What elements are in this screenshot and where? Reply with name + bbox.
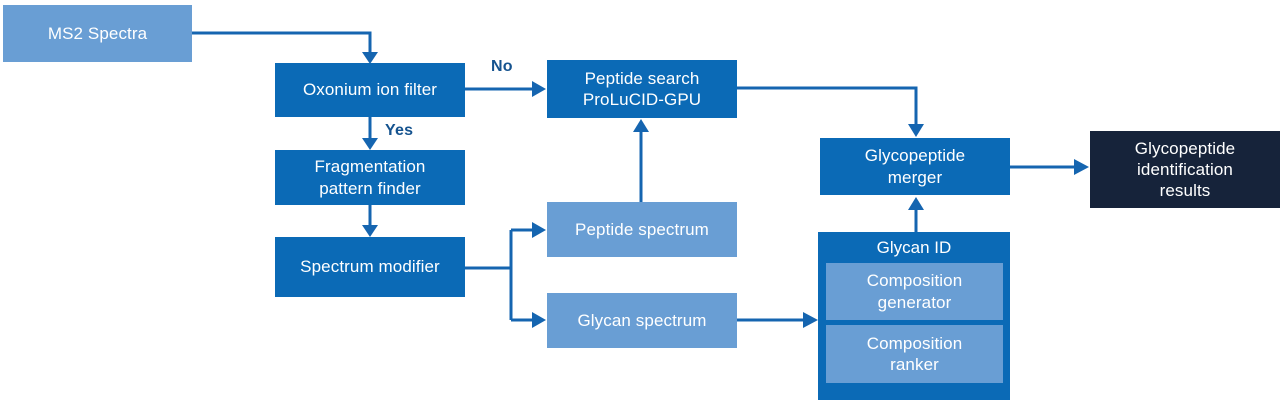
edge-spectrum-modifier-branch <box>465 222 546 328</box>
node-label: Fragmentation pattern finder <box>314 157 426 198</box>
edge-fragmentation-to-spectrum-modifier <box>362 205 378 237</box>
edge-peptide-search-to-merger <box>737 86 924 137</box>
edge-oxonium-to-peptide-search <box>465 81 546 97</box>
node-label: Composition generator <box>866 271 963 312</box>
edge-label-yes: Yes <box>385 122 414 139</box>
node-label: Glycopeptide identification results <box>1134 138 1236 201</box>
node-composition-ranker[interactable]: Composition ranker <box>826 325 1003 383</box>
node-glycopeptide-merger[interactable]: Glycopeptide merger <box>820 138 1010 195</box>
node-results[interactable]: Glycopeptide identification results <box>1090 131 1280 208</box>
node-fragmentation-pattern-finder[interactable]: Fragmentation pattern finder <box>275 150 465 205</box>
node-glycan-spectrum[interactable]: Glycan spectrum <box>547 293 737 348</box>
node-peptide-spectrum[interactable]: Peptide spectrum <box>547 202 737 257</box>
node-peptide-search[interactable]: Peptide search ProLuCID-GPU <box>547 60 737 118</box>
node-label: Glycan spectrum <box>577 310 707 330</box>
group-glycan-id-title: Glycan ID <box>876 238 952 257</box>
node-spectrum-modifier[interactable]: Spectrum modifier <box>275 237 465 297</box>
edge-glycan-spectrum-to-glycan-id <box>737 312 818 328</box>
node-composition-generator[interactable]: Composition generator <box>826 263 1003 320</box>
node-ms2-spectra[interactable]: MS2 Spectra <box>3 5 192 62</box>
node-label: Composition ranker <box>866 333 963 374</box>
group-glycan-id[interactable]: Glycan ID Composition generator Composit… <box>818 232 1010 400</box>
edge-label-no: No <box>491 58 513 75</box>
node-label: Spectrum modifier <box>300 257 440 277</box>
edge-oxonium-to-fragmentation <box>362 117 378 150</box>
edge-ms2-to-oxonium <box>192 31 378 64</box>
node-label: Peptide spectrum <box>575 219 709 239</box>
edge-peptide-spectrum-to-peptide-search <box>633 119 649 202</box>
edge-glycan-id-to-merger <box>908 197 924 232</box>
node-label: Glycopeptide merger <box>864 146 966 187</box>
node-oxonium-ion-filter[interactable]: Oxonium ion filter <box>275 63 465 117</box>
edge-merger-to-results <box>1010 159 1089 175</box>
node-label: Oxonium ion filter <box>302 80 438 100</box>
node-label: Peptide search ProLuCID-GPU <box>582 68 702 109</box>
node-label: MS2 Spectra <box>47 23 148 43</box>
